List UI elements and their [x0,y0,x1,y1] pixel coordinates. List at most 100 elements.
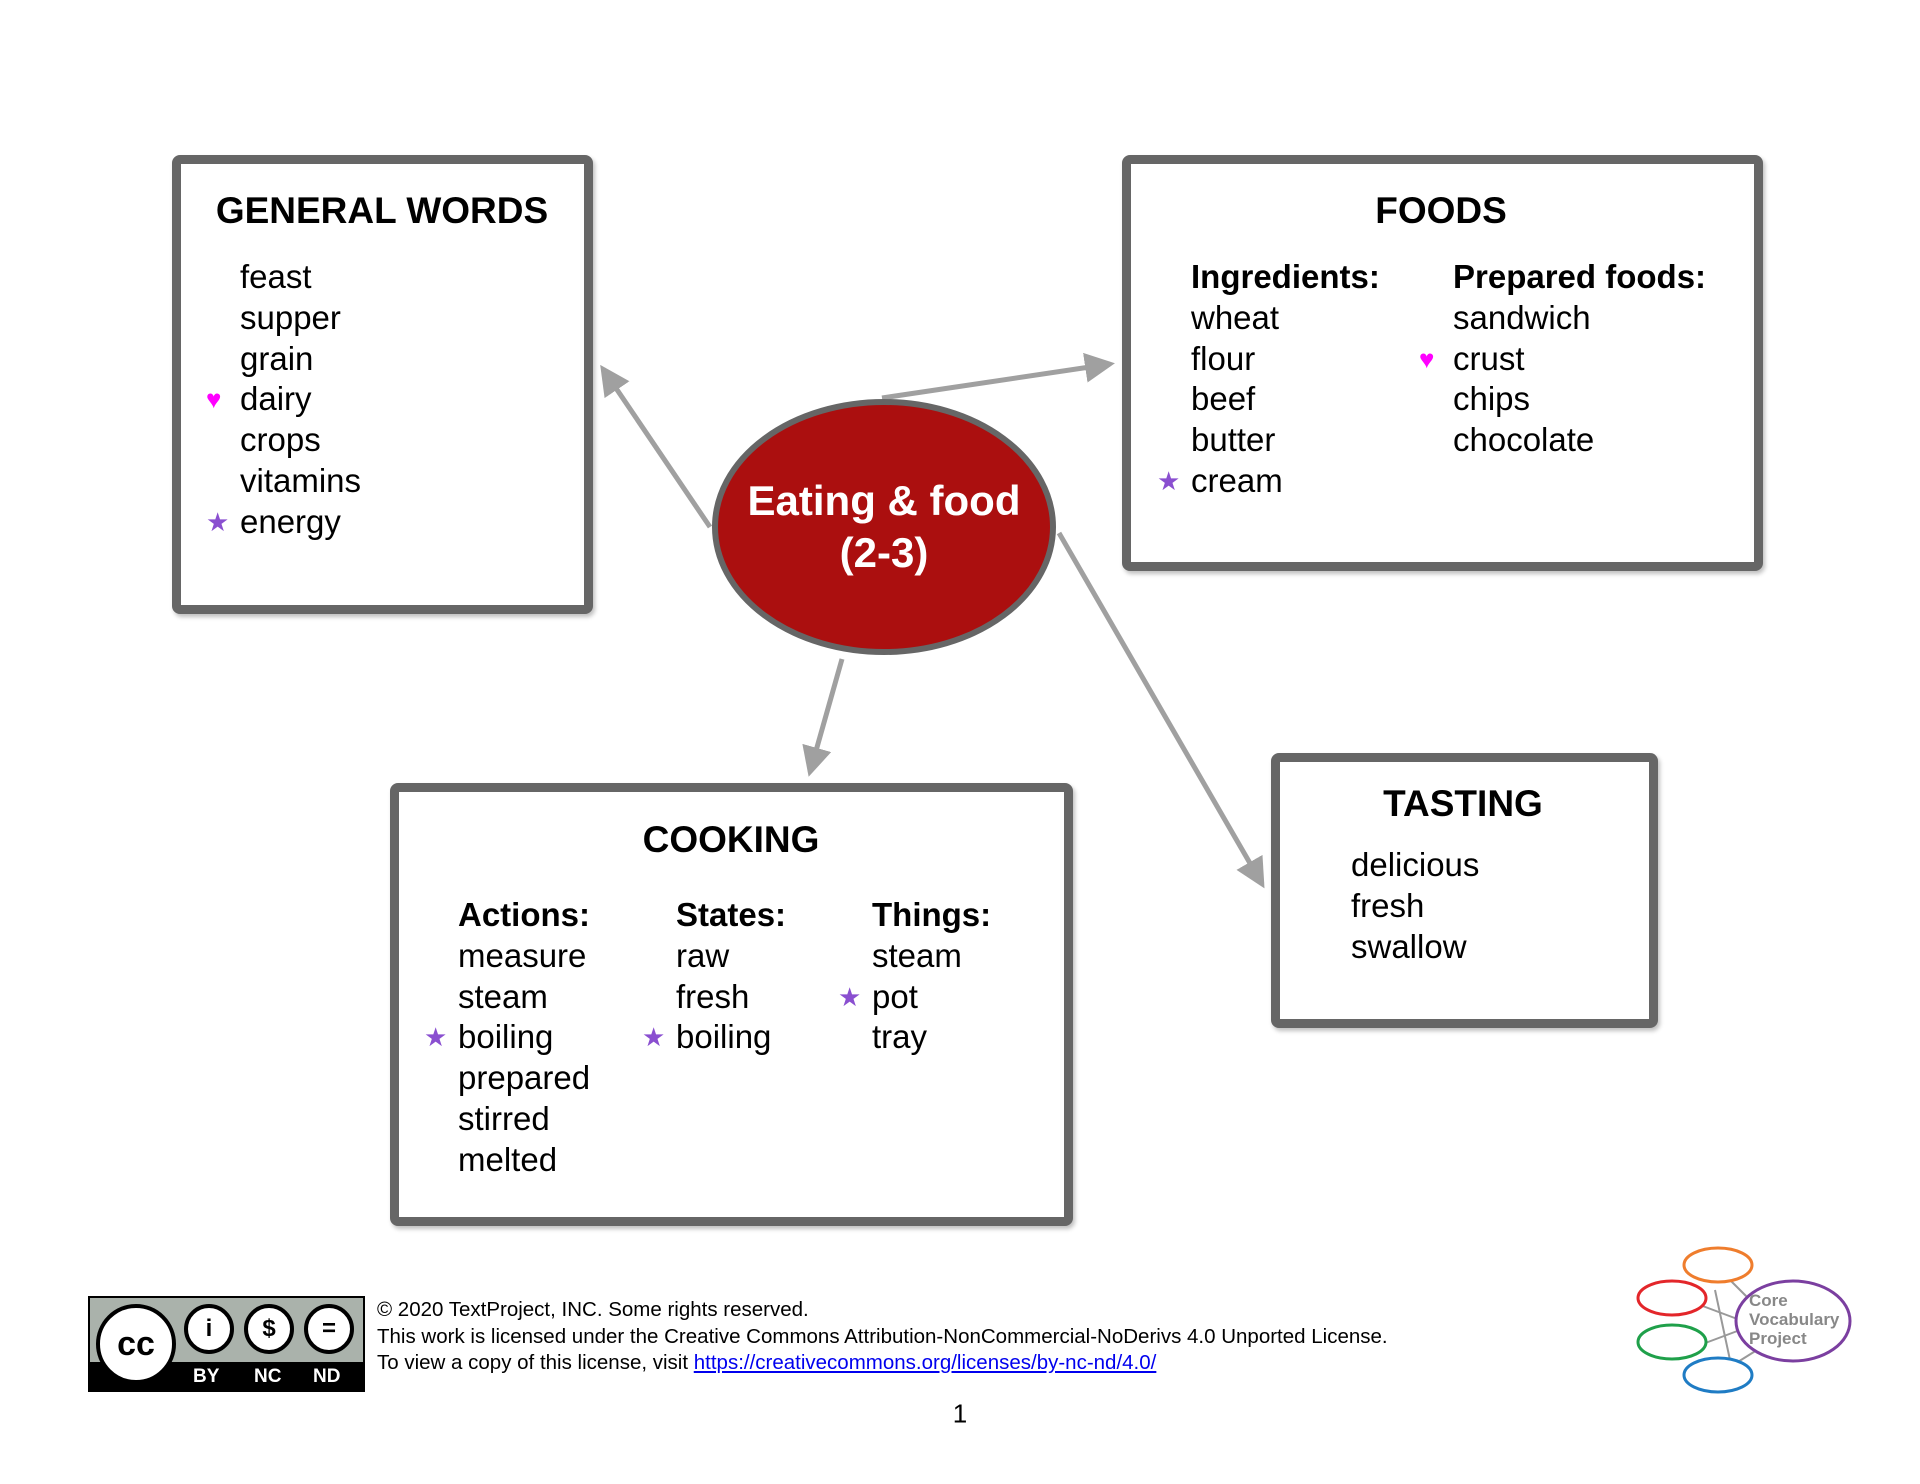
logo-text: Core Vocabulary Project [1749,1291,1839,1348]
item-text: chips [1453,380,1531,418]
item-text: wheat [1191,298,1280,336]
arrow-to-tasting [1056,531,1265,889]
general-words-title: GENERAL WORDS [215,190,549,231]
license-text: © 2020 TextProject, INC. Some rights res… [377,1297,1388,1377]
list-item: tray [872,1017,991,1058]
core-vocabulary-logo [1636,1246,1852,1394]
item-text: energy [240,502,341,540]
item-text: chocolate [1453,421,1595,459]
list-item: steam [872,936,991,977]
item-text: butter [1191,421,1276,459]
list-item: swallow [1351,927,1479,968]
item-text: swallow [1351,927,1467,965]
attribution-icon: i [184,1304,234,1354]
list-item: butter [1191,420,1380,461]
star-icon: ★ [206,506,230,537]
noderivs-icon: = [304,1304,354,1354]
center-label: Eating & food (2-3) [748,475,1021,579]
license-link[interactable]: https://creativecommons.org/licenses/by-… [693,1351,1157,1374]
item-text: melted [458,1140,558,1178]
tasting-title: TASTING [1383,783,1543,824]
item-text: raw [676,936,730,974]
cc-label-by: BY [193,1366,220,1387]
list-item: fresh [676,977,786,1018]
item-text: steam [458,977,548,1015]
center-node [712,399,1056,655]
heart-icon: ♥ [206,384,222,415]
item-text: steam [872,936,962,974]
item-text: grain [240,339,314,377]
item-text: supper [240,298,341,336]
license-line: This work is licensed under the Creative… [377,1324,1388,1348]
item-text: dairy [240,380,312,418]
cooking-title: COOKING [642,819,820,860]
star-icon: ★ [424,1022,448,1053]
cooking-box [390,783,1073,1226]
list-item: measure [458,936,590,977]
item-text: measure [458,936,587,974]
star-icon: ★ [1157,465,1181,496]
list-item: ★ boiling [424,1017,590,1058]
column-header: States: [676,896,787,933]
logo-word: Project [1749,1329,1807,1348]
list-item: sandwich [1453,298,1706,339]
item-text: vitamins [240,461,362,499]
list-item: supper [240,298,361,339]
list-item: melted [458,1140,590,1181]
item-text: delicious [1351,846,1480,883]
list-item: ★cream [1157,461,1380,502]
list-item: ★ energy [206,502,361,543]
tasting-box [1271,753,1658,1028]
item-text: boiling [458,1018,554,1056]
list-item: ♥crust [1419,339,1706,380]
list-item: stirred [458,1099,590,1140]
arrow-to-foods [881,352,1115,401]
column-header: Things: [872,896,992,933]
list-item: prepared [458,1058,590,1099]
item-text: crops [240,421,321,459]
list-item: raw [676,936,786,977]
arrow-to-general-words [600,364,713,529]
list-item: ★pot [838,977,991,1018]
item-text: flour [1191,339,1256,377]
list-item: beef [1191,379,1380,420]
logo-word: Core [1749,1291,1788,1310]
copyright-line: © 2020 TextProject, INC. Some rights res… [377,1298,809,1321]
item-text: tray [872,1018,928,1056]
item-text: stirred [458,1099,550,1137]
item-text: sandwich [1453,298,1591,336]
foods-box [1122,155,1763,571]
logo-word: Vocabulary [1749,1310,1840,1329]
cc-icon: cc [96,1304,176,1384]
foods-title: FOODS [1375,190,1507,231]
license-link-prefix: To view a copy of this license, visit [377,1351,694,1374]
cc-license-badge: cc i $ = BY NC ND [88,1296,365,1392]
item-text: beef [1191,380,1256,418]
center-grade: (2-3) [839,529,929,576]
list-item: flour [1191,339,1380,380]
item-text: fresh [1351,886,1425,924]
license-link-line: To view a copy of this license, visit ht… [377,1350,1388,1377]
list-item: ♥ dairy [206,379,361,420]
heart-icon: ♥ [1419,343,1435,374]
list-item: vitamins [240,461,361,502]
column-header: Actions: [458,896,590,933]
arrow-to-cooking [802,658,845,777]
list-item: grain [240,339,361,380]
list-item: delicious [1351,845,1479,886]
list-item: feast [240,257,361,298]
star-icon: ★ [838,981,862,1012]
list-item: fresh [1351,886,1479,927]
item-text: boiling [676,1018,772,1056]
list-item: steam [458,977,590,1018]
star-icon: ★ [642,1022,666,1053]
center-title: Eating & food [747,477,1021,524]
